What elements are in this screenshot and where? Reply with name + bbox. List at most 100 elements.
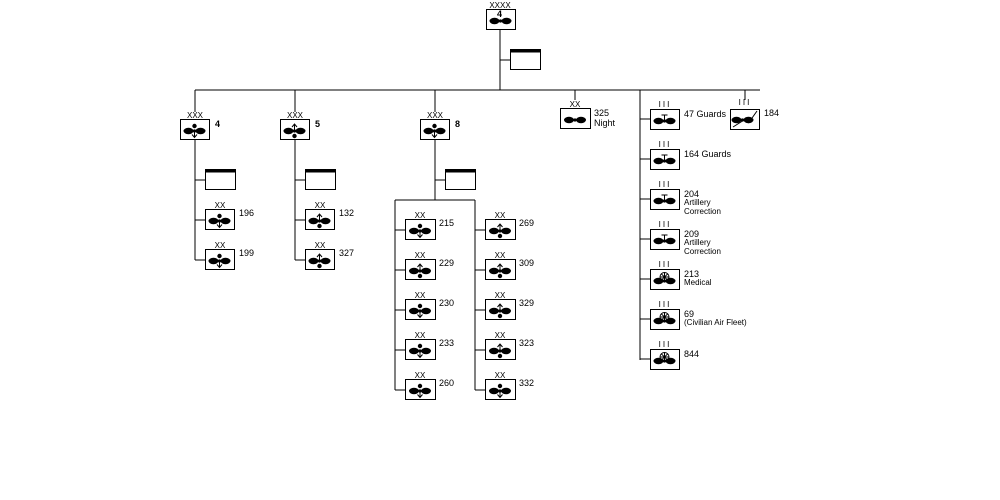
echelon-marker: XX <box>494 371 506 380</box>
division-unit-symbol <box>205 249 235 270</box>
regiment-note: Medical <box>684 278 712 287</box>
division-unit-symbol <box>405 219 436 240</box>
division-designation: 309 <box>519 258 535 268</box>
echelon-marker: III <box>658 220 672 229</box>
division-unit-symbol <box>405 379 436 400</box>
night-division-symbol <box>560 108 591 129</box>
regiment-designation: 164 Guards <box>684 149 732 159</box>
propeller-blade-right <box>220 217 231 225</box>
echelon-marker: XX <box>414 371 426 380</box>
division-note: Night <box>594 118 616 128</box>
propeller-blade-left <box>409 307 419 315</box>
echelon-marker: III <box>658 140 672 149</box>
division-designation: 233 <box>439 338 455 348</box>
division-unit-symbol <box>305 209 335 230</box>
division-unit-symbol <box>485 339 516 360</box>
propeller-blade-left <box>409 267 419 275</box>
bomber-mark-icon <box>417 303 423 309</box>
propeller-blade-right <box>743 116 754 124</box>
regiment-unit-symbol <box>650 269 680 290</box>
corps-designation: 4 <box>215 119 221 129</box>
division-designation: 230 <box>439 298 455 308</box>
fighter-mark-icon <box>317 223 322 229</box>
division-designation: 332 <box>519 378 535 388</box>
echelon-marker: XX <box>569 100 581 109</box>
echelon-marker: XX <box>414 251 426 260</box>
echelon-marker: XX <box>494 211 506 220</box>
arrow-down-icon <box>191 134 198 139</box>
propeller-blade-right <box>295 127 306 135</box>
medical-spoke <box>660 353 669 361</box>
regiment-designation: 184 <box>764 108 780 118</box>
echelon-marker: XX <box>414 291 426 300</box>
corps-hq-symbol <box>205 169 236 190</box>
hq-top-bar <box>205 169 236 173</box>
propeller-blade-right <box>501 227 511 235</box>
bomber-mark-icon <box>217 213 222 219</box>
medical-spoke <box>660 273 669 281</box>
arrow-down-icon <box>216 224 223 229</box>
arrow-down-icon <box>417 354 423 359</box>
propeller-hub <box>498 19 503 23</box>
bomber-mark-icon <box>417 223 423 229</box>
echelon-marker: XX <box>314 201 326 210</box>
division-designation: 196 <box>239 208 255 218</box>
propeller-hub <box>740 118 745 122</box>
propeller-blade-left <box>653 237 664 245</box>
division-designation: 260 <box>439 378 455 388</box>
echelon-marker: III <box>658 260 672 269</box>
medical-spoke <box>660 313 669 321</box>
propeller-blade-right <box>501 387 511 395</box>
army-hq-symbol <box>510 49 541 70</box>
echelon-marker: XXX <box>426 111 443 120</box>
echelon-marker: XX <box>494 331 506 340</box>
regiment-unit-symbol <box>650 349 680 370</box>
echelon-marker: III <box>738 98 752 107</box>
fighter-mark-icon <box>292 133 297 139</box>
echelon-marker: XX <box>214 201 226 210</box>
echelon-marker: XX <box>314 241 326 250</box>
propeller-hub <box>573 118 577 122</box>
division-designation: 269 <box>519 218 535 228</box>
propeller-blade-right <box>421 267 431 275</box>
arrow-up-icon <box>497 223 503 228</box>
division-unit-symbol <box>405 339 436 360</box>
arrow-down-icon <box>497 394 503 399</box>
corps-designation: 8 <box>455 119 461 129</box>
army-designation: 4 <box>497 9 503 19</box>
propeller-blade-right <box>501 267 511 275</box>
bomber-mark-icon <box>192 123 197 129</box>
division-unit-symbol <box>205 209 235 230</box>
corps-hq-symbol <box>305 169 336 190</box>
propeller-blade-left <box>409 387 419 395</box>
arrow-up-icon <box>497 303 503 308</box>
propeller-blade-left <box>183 127 194 135</box>
division-designation: 132 <box>339 208 355 218</box>
division-unit-symbol <box>485 299 516 320</box>
division-designation: 215 <box>439 218 455 228</box>
propeller-blade-left <box>489 347 499 355</box>
division-unit-symbol <box>405 299 436 320</box>
propeller-blade-left <box>731 116 742 124</box>
regiment-designation: 69 <box>684 309 695 319</box>
division-unit-symbol <box>485 379 516 400</box>
echelon-marker: XXX <box>286 111 303 120</box>
arrow-down-icon <box>417 394 423 399</box>
propeller-blade-right <box>501 347 511 355</box>
echelon-marker: XXX <box>186 111 203 120</box>
bomber-mark-icon <box>417 383 423 389</box>
arrow-down-icon <box>417 314 423 319</box>
echelon-marker: III <box>658 300 672 309</box>
arrow-up-icon <box>497 263 503 268</box>
propeller-blade-right <box>421 227 431 235</box>
propeller-blade-right <box>195 127 206 135</box>
arrow-up-icon <box>316 253 323 258</box>
regiment-note: Correction <box>684 247 721 256</box>
echelon-marker: III <box>658 180 672 189</box>
corps-unit-symbol <box>180 119 210 140</box>
echelon-marker: XX <box>414 331 426 340</box>
fighter-mark-icon <box>497 273 503 279</box>
propeller-blade-right <box>320 257 331 265</box>
echelon-marker: XX <box>494 291 506 300</box>
